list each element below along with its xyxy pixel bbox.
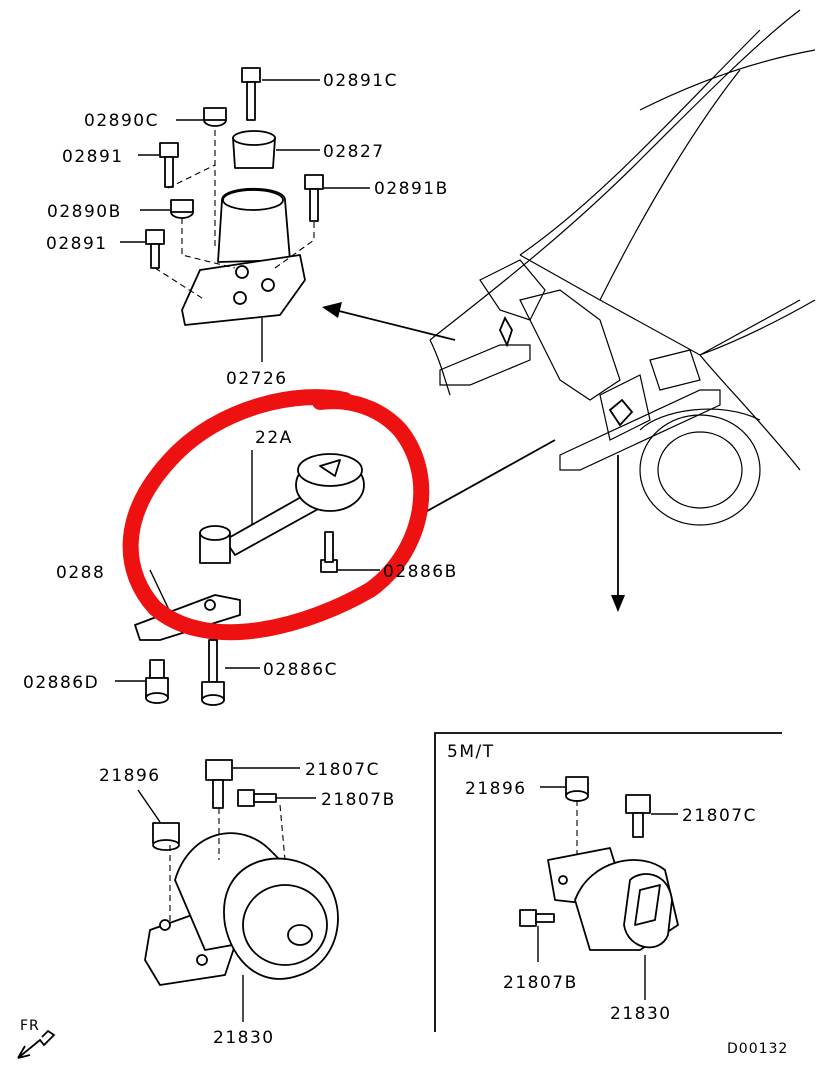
label-02890C: 02890C [84, 111, 159, 131]
left-transmission-mount [137, 759, 339, 1022]
highlight-circle [122, 389, 430, 641]
label-21896-right: 21896 [465, 779, 527, 799]
label-02886C: 02886C [263, 660, 338, 680]
label-02886B: 02886B [383, 562, 458, 582]
label-02890B: 02890B [47, 202, 122, 222]
bolt-21807B-left-icon [237, 789, 277, 807]
nut-21896-right-icon [565, 776, 589, 802]
label-02891-a: 02891 [62, 147, 124, 167]
bolt-02886D-icon [145, 659, 169, 704]
bolt-21807C-left-icon [205, 759, 233, 809]
label-02886-partial: 0288 [56, 563, 105, 583]
inset-title: 5M/T [447, 742, 495, 762]
car-front-illustration [429, 9, 816, 526]
bolt-21807B-right-icon [519, 909, 555, 927]
label-21830-left: 21830 [213, 1028, 275, 1048]
diagram-code: D00132 [727, 1041, 788, 1057]
pointer-arrows [322, 302, 625, 612]
nut-02890C-icon [203, 107, 227, 127]
label-02726: 02726 [226, 369, 288, 389]
nut-21896-left-icon [152, 822, 180, 851]
label-02886D: 02886D [23, 673, 99, 693]
bolt-02891-a-icon [159, 142, 179, 188]
label-21830-right: 21830 [610, 1004, 672, 1024]
label-21807C-right: 21807C [682, 806, 757, 826]
nut-02890B-icon [170, 199, 194, 219]
bolt-02891B-icon [304, 174, 324, 222]
cap-02827-icon [232, 130, 276, 169]
bolt-02886C-icon [201, 639, 225, 706]
label-02891B: 02891B [374, 179, 449, 199]
inset-5mt-panel [434, 732, 782, 1032]
bolt-02891C-icon [241, 67, 261, 121]
label-21807C-left: 21807C [305, 760, 380, 780]
label-21896-left: 21896 [99, 766, 161, 786]
label-02822A-partial: 22A [255, 428, 293, 448]
lower-bolts [115, 639, 260, 706]
label-21807B-left: 21807B [321, 790, 396, 810]
label-02827: 02827 [323, 142, 385, 162]
front-direction-arrow [17, 1029, 56, 1059]
mount-body-02726-icon [181, 187, 306, 326]
label-02891-b: 02891 [46, 234, 108, 254]
fr-label: FR [20, 1018, 40, 1034]
torque-rod-assembly [134, 450, 380, 641]
label-02891C: 02891C [323, 71, 398, 91]
bolt-02891-b-icon [145, 229, 165, 269]
upper-mount-assembly [120, 67, 370, 362]
bolt-21807C-right-icon [625, 794, 651, 838]
label-21807B-right: 21807B [503, 973, 578, 993]
